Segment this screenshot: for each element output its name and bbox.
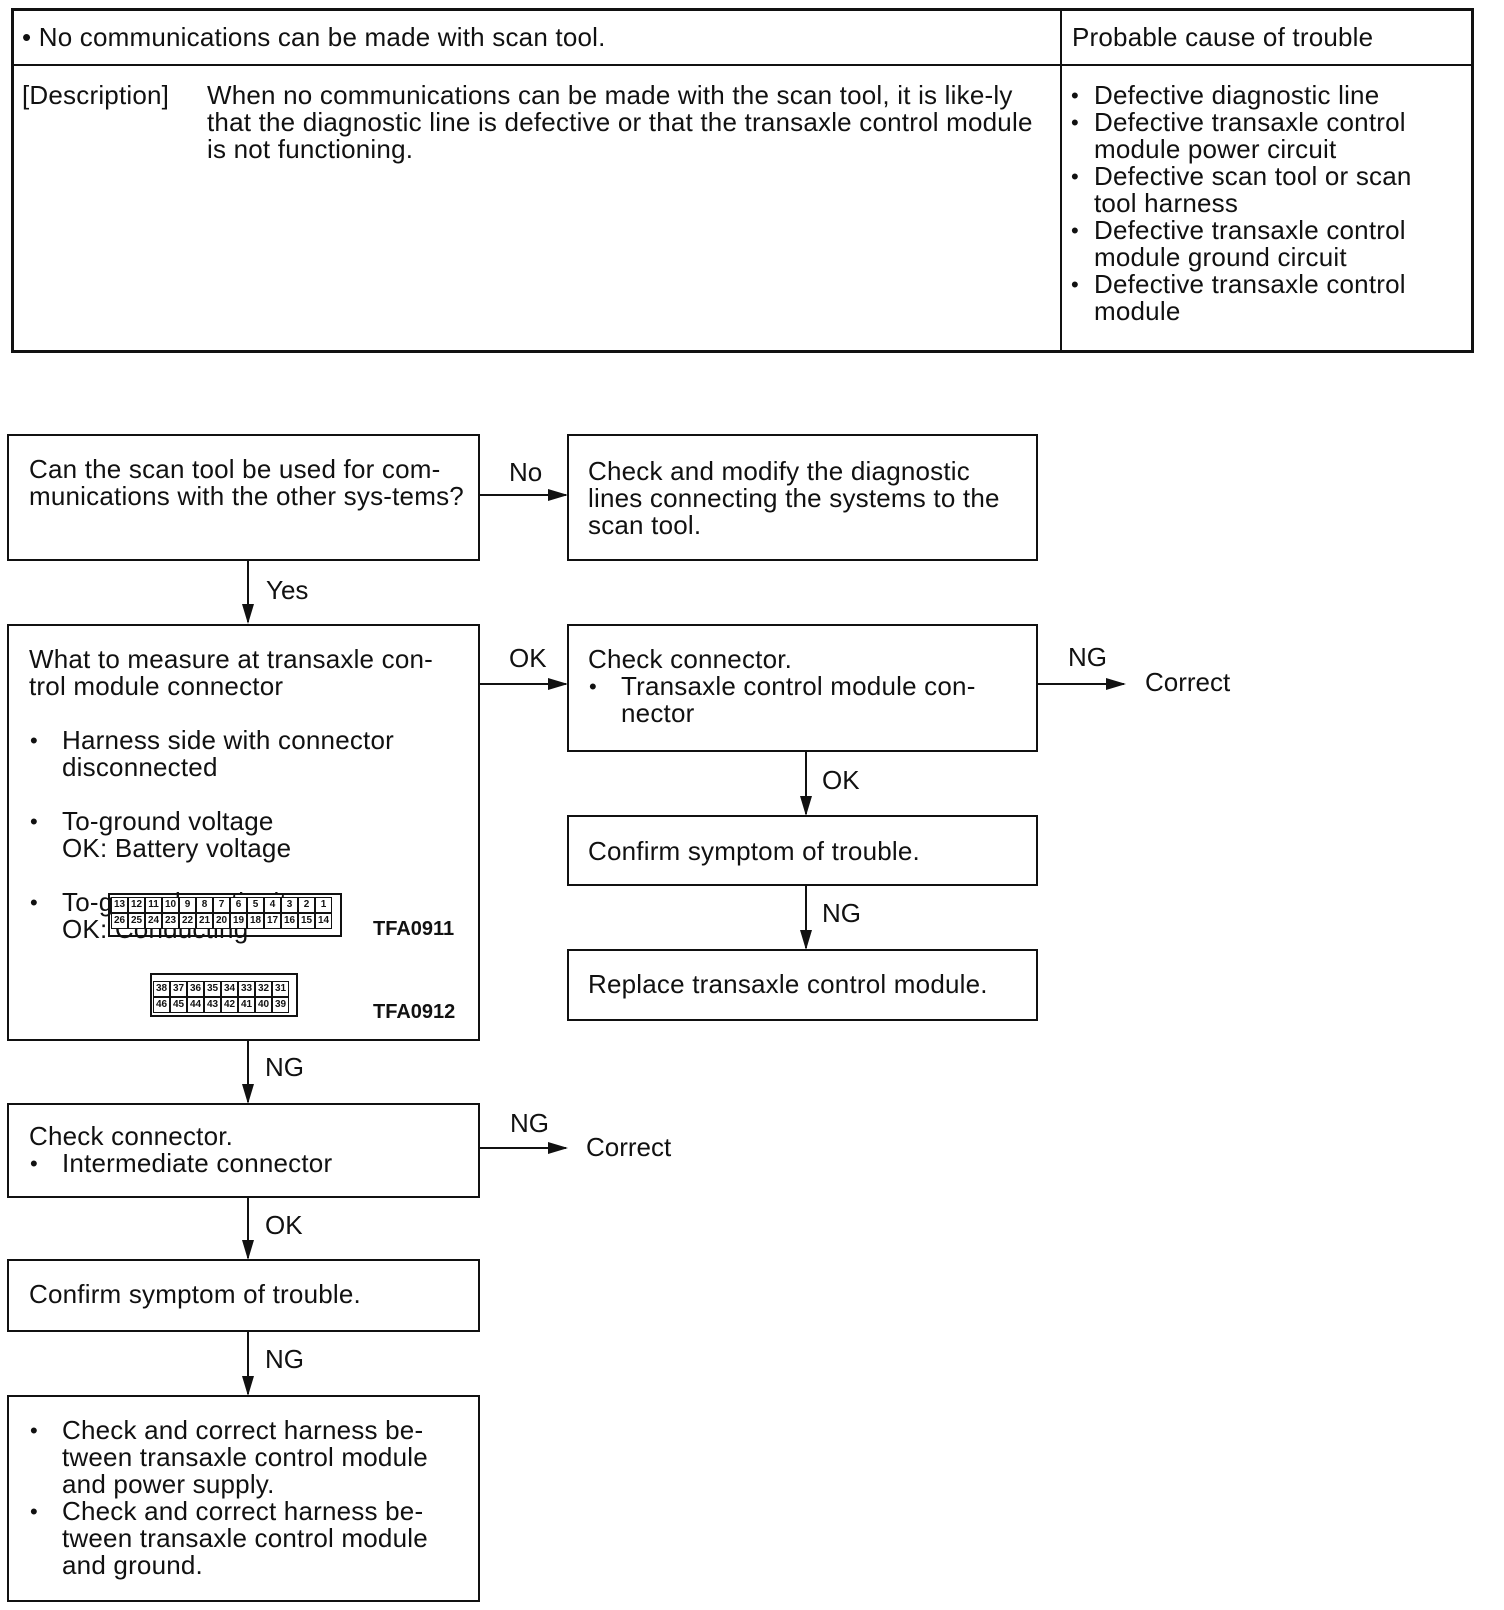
- connector-pin: 45: [170, 997, 187, 1013]
- connector-pin: 19: [230, 913, 247, 929]
- connector-pin: 2: [298, 897, 315, 913]
- connector-pin: 3: [281, 897, 298, 913]
- confirm-text-1: Confirm symptom of trouble.: [588, 836, 920, 866]
- connector-pin: 7: [213, 897, 230, 913]
- inter-list: Intermediate connector: [29, 1150, 466, 1178]
- ng-label-2: NG: [822, 898, 861, 928]
- connector-pin: 22: [179, 913, 196, 929]
- connector-pin: 10: [162, 897, 179, 913]
- check-conn-item: Transaxle control module con-nector: [588, 673, 1024, 727]
- connector-pin: 41: [238, 997, 255, 1013]
- final-content: Check and correct harness be-tween trans…: [29, 1417, 466, 1579]
- connector-pin: 25: [128, 913, 145, 929]
- connector-pin: 6: [230, 897, 247, 913]
- table-row-divider: [11, 64, 1474, 66]
- replace-tcm-box: Replace transaxle control module.: [567, 949, 1038, 1021]
- connector-pin: 42: [221, 997, 238, 1013]
- connector-pin: 39: [272, 997, 289, 1013]
- ok-label-3: OK: [265, 1210, 303, 1240]
- connector-pin: 46: [153, 997, 170, 1013]
- connector-pin: 21: [196, 913, 213, 929]
- inter-content: Check connector. Intermediate connector: [29, 1121, 466, 1178]
- confirm-text-2: Confirm symptom of trouble.: [29, 1279, 361, 1309]
- connector-pin: 31: [272, 981, 289, 997]
- symptom-text: • No communications can be made with sca…: [22, 22, 606, 52]
- inter-title: Check connector.: [29, 1121, 234, 1151]
- probable-cause-list: Defective diagnostic line Defective tran…: [1070, 82, 1460, 325]
- measure-item: Harness side with connector disconnected: [29, 727, 466, 781]
- ng-label-5: NG: [265, 1344, 304, 1374]
- check-tcm-connector-box: Check connector. Transaxle control modul…: [567, 624, 1038, 752]
- description-label: [Description]: [22, 80, 170, 110]
- connector-pin: 37: [170, 981, 187, 997]
- connector-pin: 23: [162, 913, 179, 929]
- probable-cause-header: Probable cause of trouble: [1072, 22, 1374, 52]
- connector-pin: 4: [264, 897, 281, 913]
- cause-item: Defective transaxle control module: [1070, 271, 1460, 325]
- connector-pin: 26: [111, 913, 128, 929]
- check-diagnostic-lines-box: Check and modify the diagnostic lines co…: [567, 434, 1038, 561]
- connector-pin: 36: [187, 981, 204, 997]
- description-text: When no communications can be made with …: [207, 80, 1033, 164]
- check-intermediate-connector-box: Check connector. Intermediate connector: [7, 1103, 480, 1198]
- yes-label: Yes: [266, 575, 309, 605]
- trouble-table: [11, 8, 1474, 353]
- connector-id-2: TFA0912: [373, 1001, 456, 1023]
- connector-pin: 16: [281, 913, 298, 929]
- question-box: Can the scan tool be used for com-munica…: [7, 434, 480, 561]
- check-harness-box: Check and correct harness be-tween trans…: [7, 1395, 480, 1602]
- final-item: Check and correct harness be-tween trans…: [29, 1417, 466, 1498]
- connector-pin: 9: [179, 897, 196, 913]
- cause-item: Defective transaxle control module power…: [1070, 109, 1460, 163]
- final-list: Check and correct harness be-tween trans…: [29, 1417, 466, 1579]
- connector-pin: 24: [145, 913, 162, 929]
- no-label: No: [509, 457, 543, 487]
- connector-pin: 1: [315, 897, 332, 913]
- cause-item: Defective diagnostic line: [1070, 82, 1460, 110]
- connector-pin: 15: [298, 913, 315, 929]
- ng-label-3: NG: [265, 1052, 304, 1082]
- confirm-symptom-box-2: Confirm symptom of trouble.: [7, 1259, 480, 1332]
- connector-pin: 13: [111, 897, 128, 913]
- measure-title: What to measure at transaxle con-trol mo…: [29, 644, 434, 701]
- cause-item: Defective transaxle control module groun…: [1070, 217, 1460, 271]
- cause-item: Defective scan tool or scan tool harness: [1070, 163, 1460, 217]
- connector-pin: 40: [255, 997, 272, 1013]
- connector-pin: 34: [221, 981, 238, 997]
- connector-pin: 17: [264, 913, 281, 929]
- ng-label-1: NG: [1068, 642, 1107, 672]
- ng-label-4: NG: [510, 1108, 549, 1138]
- ok-label-1: OK: [509, 643, 547, 673]
- connector-pin: 12: [128, 897, 145, 913]
- connector-pin: 35: [204, 981, 221, 997]
- confirm-symptom-box-1: Confirm symptom of trouble.: [567, 815, 1038, 886]
- connector-pin: 18: [247, 913, 264, 929]
- measure-item: To-ground voltage OK: Battery voltage: [29, 808, 466, 862]
- connector-pin: 38: [153, 981, 170, 997]
- connector-pin: 32: [255, 981, 272, 997]
- ok-label-2: OK: [822, 765, 860, 795]
- table-column-divider: [1060, 8, 1062, 353]
- connector-pin: 5: [247, 897, 264, 913]
- connector-pin: 44: [187, 997, 204, 1013]
- replace-text: Replace transaxle control module.: [588, 969, 988, 999]
- connector-pin: 20: [213, 913, 230, 929]
- correct-label-1: Correct: [1145, 667, 1231, 697]
- correct-label-2: Correct: [586, 1132, 672, 1162]
- connector-pin: 11: [145, 897, 162, 913]
- final-item: Check and correct harness be-tween trans…: [29, 1498, 466, 1579]
- inter-item: Intermediate connector: [29, 1150, 466, 1178]
- check-lines-text: Check and modify the diagnostic lines co…: [588, 456, 1000, 540]
- check-conn-title: Check connector.: [588, 644, 793, 674]
- connector-id-1: TFA0911: [373, 918, 455, 940]
- question-text: Can the scan tool be used for com-munica…: [29, 454, 464, 511]
- connector-pin: 33: [238, 981, 255, 997]
- connector-pin: 8: [196, 897, 213, 913]
- connector-pin: 43: [204, 997, 221, 1013]
- connector-pin: 14: [315, 913, 332, 929]
- check-conn-list: Transaxle control module con-nector: [588, 673, 1024, 727]
- check-conn-content: Check connector. Transaxle control modul…: [588, 646, 1024, 727]
